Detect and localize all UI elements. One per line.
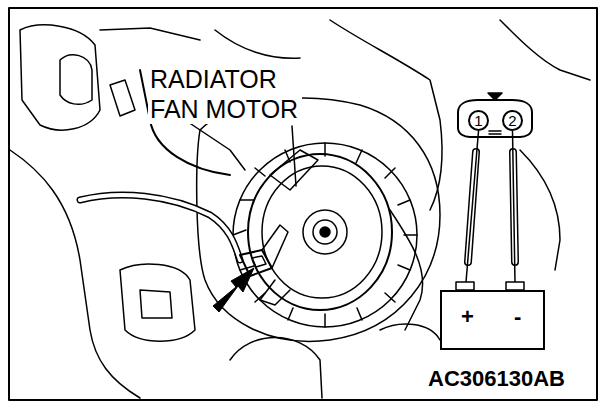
pin-number-circle: 1 [468,110,489,131]
pin-number: 1 [474,113,482,128]
polarity-sign: + [461,306,474,328]
test-lead [513,131,516,282]
part-name: RADIATOR FAN MOTOR [148,64,302,124]
test-lead [466,131,479,282]
pin-number-circle: 2 [502,110,523,131]
figure-code: AC306130AB [426,368,567,390]
polarity-sign: - [514,306,521,328]
pin-number: 2 [508,113,516,128]
battery-symbol: +- [440,290,545,350]
